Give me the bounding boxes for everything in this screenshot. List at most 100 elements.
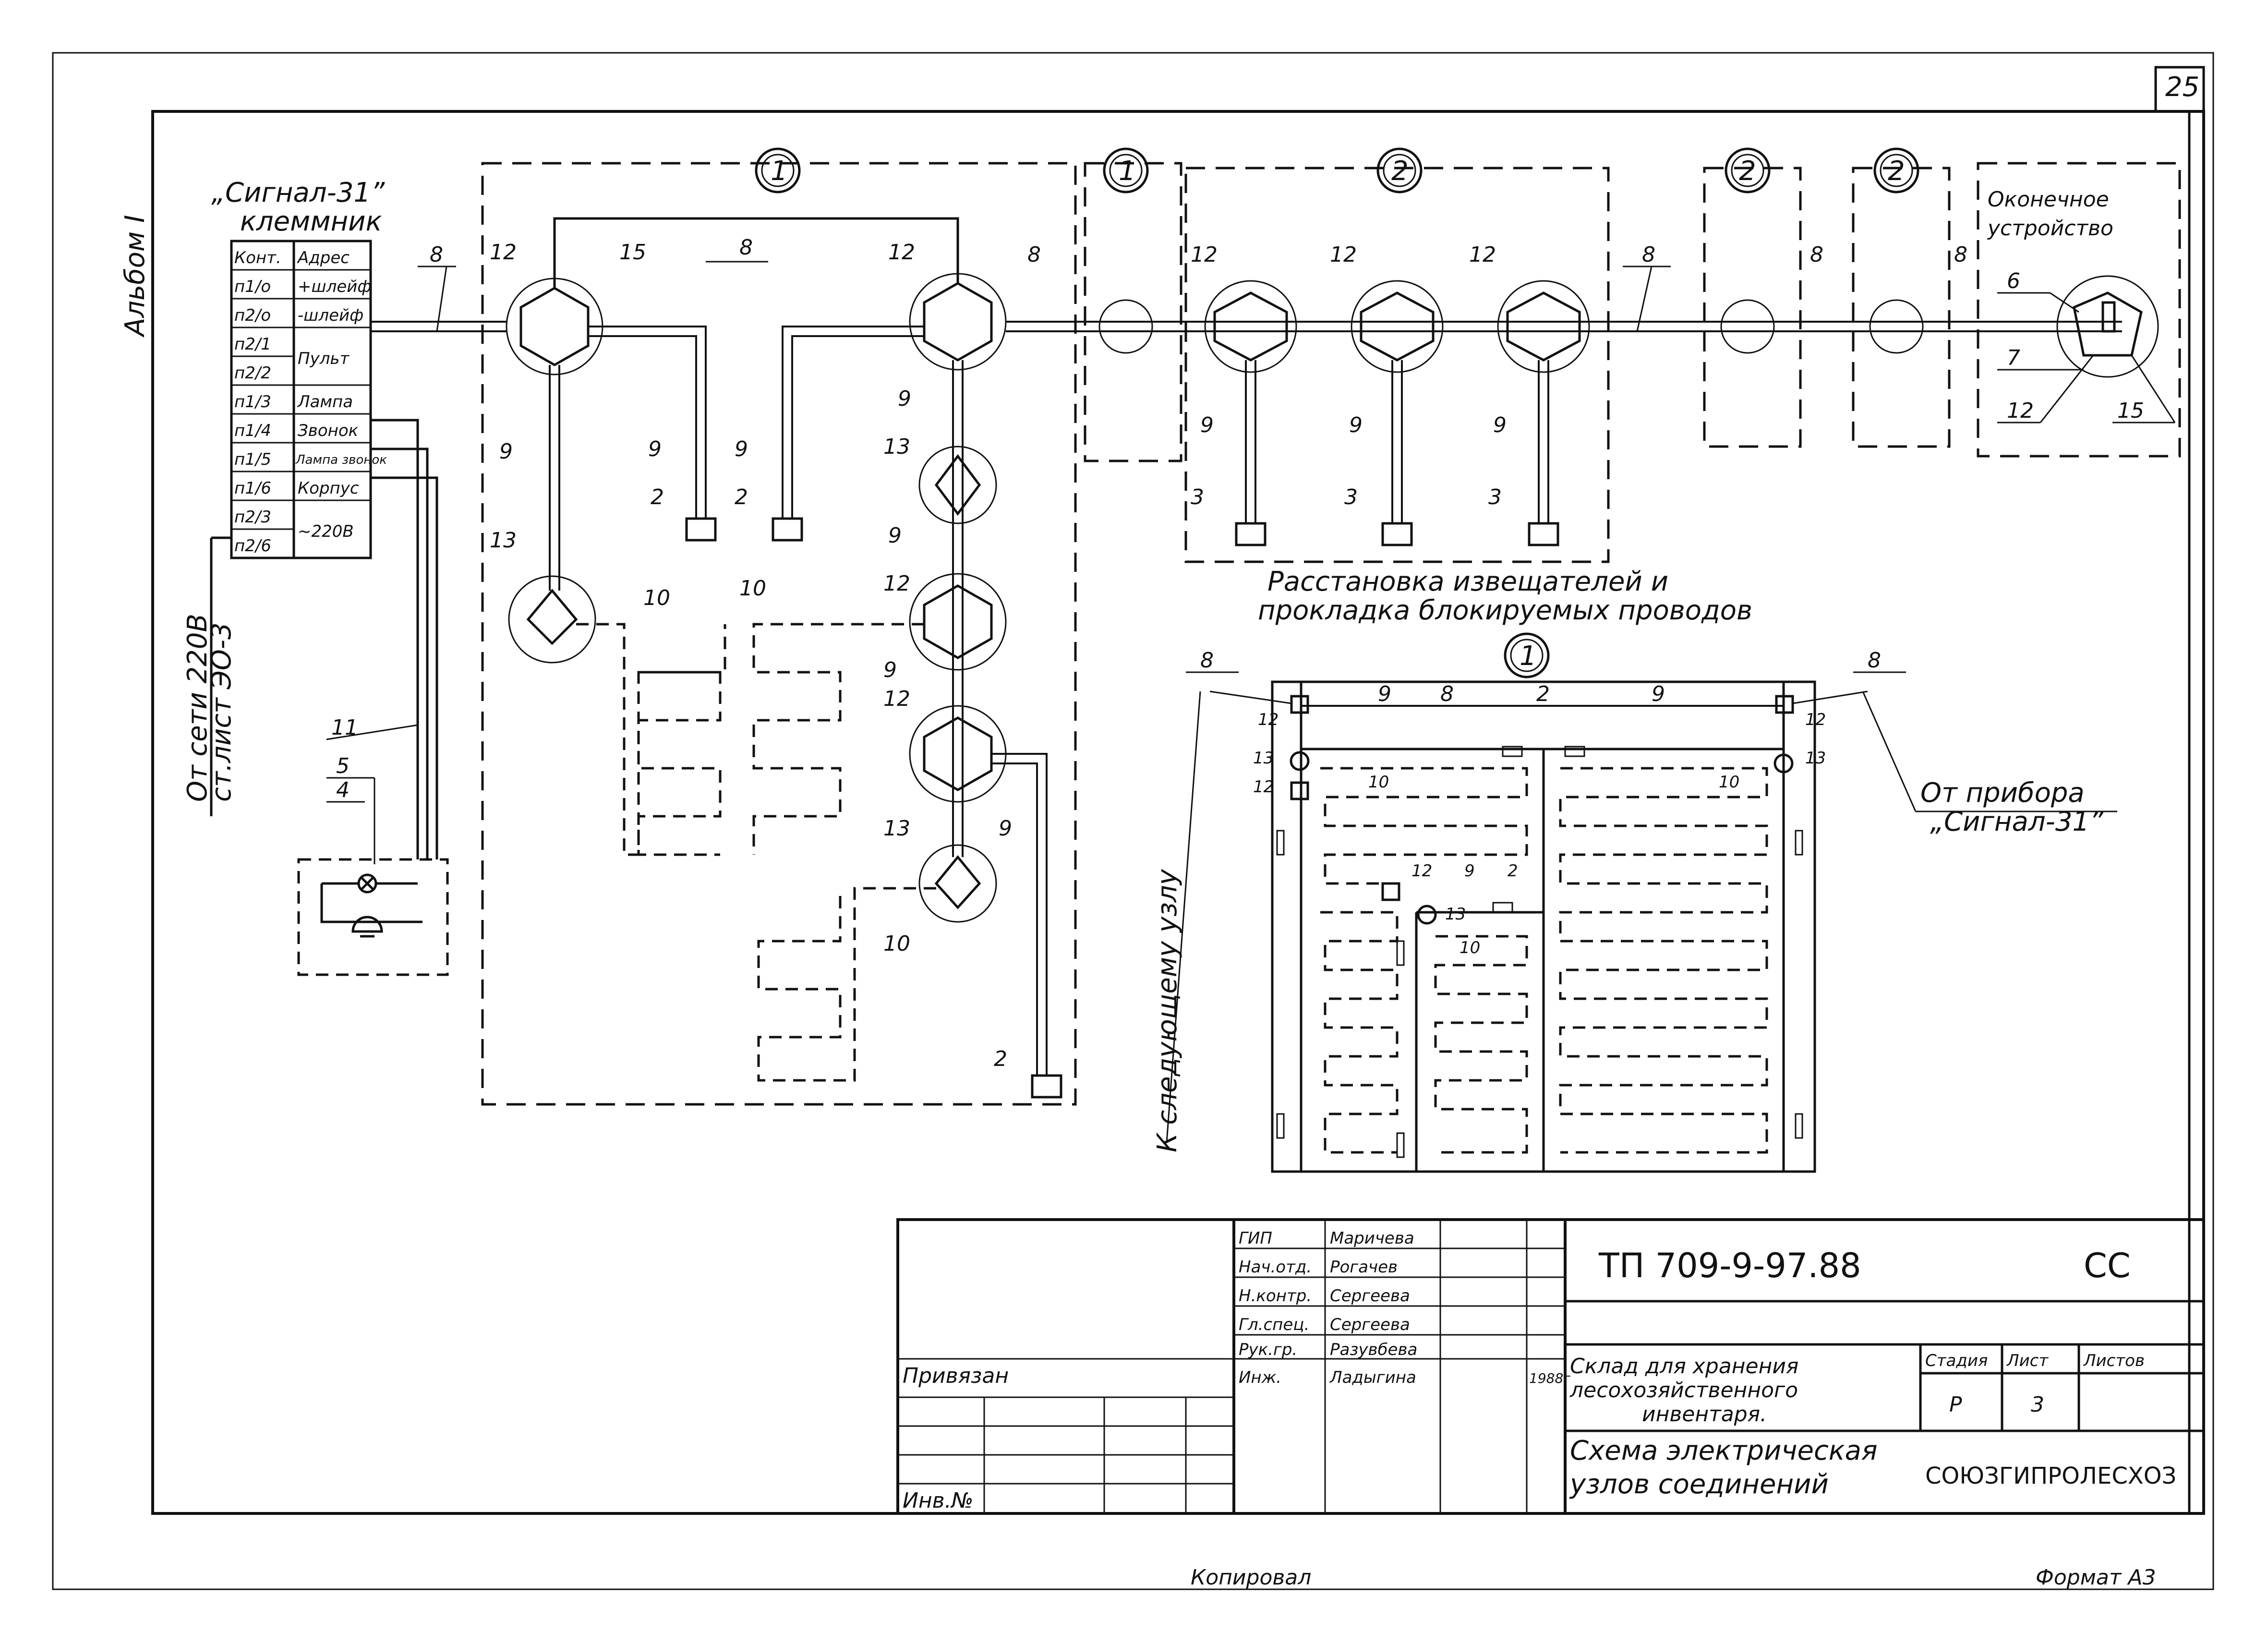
label-10: 10 (1719, 773, 1739, 792)
sheet-mark: СС (2084, 1246, 2131, 1285)
label-9: 9 (1378, 682, 1391, 706)
zone-marker (1504, 632, 1550, 678)
label-2: 2 (651, 485, 664, 509)
zone-marker-label: 2 (1888, 156, 1905, 187)
sheet-header: Лист (2006, 1351, 2049, 1370)
contact-sensor (1031, 1074, 1062, 1099)
label-8: 8 (430, 242, 443, 267)
from-device-caption: От прибора (1920, 777, 2085, 809)
label-2: 2 (1508, 861, 1518, 881)
label-5: 5 (336, 754, 350, 778)
label-2: 2 (994, 1047, 1007, 1071)
terminal-header-contact: Конт. (234, 248, 281, 267)
staff-role: ГИП (1239, 1229, 1272, 1248)
from-device-caption: „Сигнал-31” (1930, 806, 2104, 837)
terminal-row-contact: п1/5 (234, 450, 271, 469)
copied-by: Копировал (1191, 1565, 1311, 1590)
object-name: Склад для хранения (1570, 1354, 1798, 1379)
label-10: 10 (1368, 773, 1389, 792)
label-9: 9 (648, 437, 662, 461)
label-12: 12 (1253, 777, 1274, 797)
vibration-sensor (1235, 522, 1267, 546)
foil-loop (752, 623, 924, 855)
vibration-sensor (1381, 522, 1413, 546)
label-8: 8 (1868, 648, 1881, 673)
junction-box (1351, 280, 1444, 373)
junction-box (508, 575, 596, 664)
terminal-row-address: Пульт (298, 349, 350, 368)
label-10: 10 (643, 586, 670, 610)
contact-sensor (685, 517, 717, 542)
terminal-row-contact: п1/3 (234, 392, 271, 411)
sheet-number-box (2154, 66, 2205, 113)
staff-role: Н.контр. (1239, 1286, 1312, 1306)
label-13: 13 (1253, 749, 1274, 768)
terminal-title: „Сигнал-31” (211, 177, 385, 208)
terminal-row-address: ~220В (298, 522, 354, 541)
label-12: 12 (883, 687, 910, 711)
year: 1988г (1529, 1370, 1570, 1386)
label-12: 12 (2007, 399, 2034, 423)
label-12: 12 (1469, 242, 1496, 267)
terminal-row-address: Звонок (298, 421, 359, 440)
terminal-row-contact: п1/6 (234, 479, 271, 498)
zone-2-pass (1852, 167, 1951, 448)
alarm-box (297, 858, 449, 976)
mains-label: От сети 220В (182, 614, 213, 802)
staff-name: Разувбева (1330, 1340, 1417, 1359)
staff-role: Гл.спец. (1239, 1315, 1309, 1334)
zone-marker-label: 1 (1520, 641, 1537, 672)
label-15: 15 (2117, 399, 2144, 423)
staff-name: Ладыгина (1329, 1368, 1416, 1387)
stage-header: Стадия (1925, 1351, 1988, 1370)
sheet-title: узлов соединений (1569, 1469, 1829, 1500)
terminal-device-title: Оконечное (1988, 187, 2109, 212)
label-13: 13 (883, 435, 910, 459)
label-9: 9 (888, 523, 902, 548)
sheet-value: 3 (2031, 1392, 2044, 1417)
label-9: 9 (1493, 413, 1507, 437)
label-13: 13 (883, 816, 910, 841)
terminal-row-contact: п2/1 (234, 335, 271, 354)
label-10: 10 (883, 931, 910, 956)
stage-value: Р (1949, 1392, 1962, 1417)
label-8: 8 (1200, 648, 1214, 673)
contact-sensor (772, 517, 803, 542)
zone-1-pass (1084, 162, 1182, 462)
label-12: 12 (1330, 242, 1357, 267)
label-12: 12 (1411, 861, 1432, 881)
terminal-row-address: -шлейф (298, 306, 363, 325)
object-name: лесохозяйственного (1569, 1378, 1798, 1403)
zone-marker (755, 147, 801, 194)
organization: СОЮЗГИПРОЛЕСХОЗ (1925, 1463, 2176, 1489)
terminal-row-address: Лампа (297, 392, 353, 411)
attached-label: Привязан (903, 1364, 1009, 1388)
title-block: ГИП Маричева Нач.отд. Рогачев Н.контр. С… (896, 1218, 2205, 1515)
terminal-device-area (1977, 162, 2181, 458)
staff-role: Нач.отд. (1239, 1258, 1312, 1277)
label-12: 12 (888, 240, 915, 265)
junction-box (918, 844, 997, 923)
foil-loop (757, 887, 936, 1082)
label-15: 15 (619, 240, 646, 265)
zone-marker (1725, 147, 1771, 194)
zone-marker (1376, 147, 1423, 194)
label-8: 8 (1440, 682, 1454, 706)
terminal-row-address: Лампа звонок (295, 453, 387, 467)
label-6: 6 (2007, 269, 2020, 293)
zone-marker (1103, 147, 1149, 194)
label-8: 8 (1027, 242, 1041, 267)
layout-caption: Расстановка извещателей и (1267, 566, 1668, 597)
label-2: 2 (1536, 682, 1550, 706)
terminal-row-contact: п1/о (234, 277, 271, 296)
label-9: 9 (883, 658, 897, 682)
label-8: 8 (739, 235, 753, 260)
staff-name: Сергеева (1330, 1286, 1410, 1306)
junction-box (1204, 280, 1297, 373)
junction-box (918, 446, 997, 524)
label-3: 3 (1191, 485, 1204, 509)
staff-name: Маричева (1330, 1229, 1414, 1248)
zone-marker-label: 2 (1391, 156, 1409, 187)
zone-2-pass (1703, 167, 1802, 448)
label-9: 9 (499, 439, 513, 464)
